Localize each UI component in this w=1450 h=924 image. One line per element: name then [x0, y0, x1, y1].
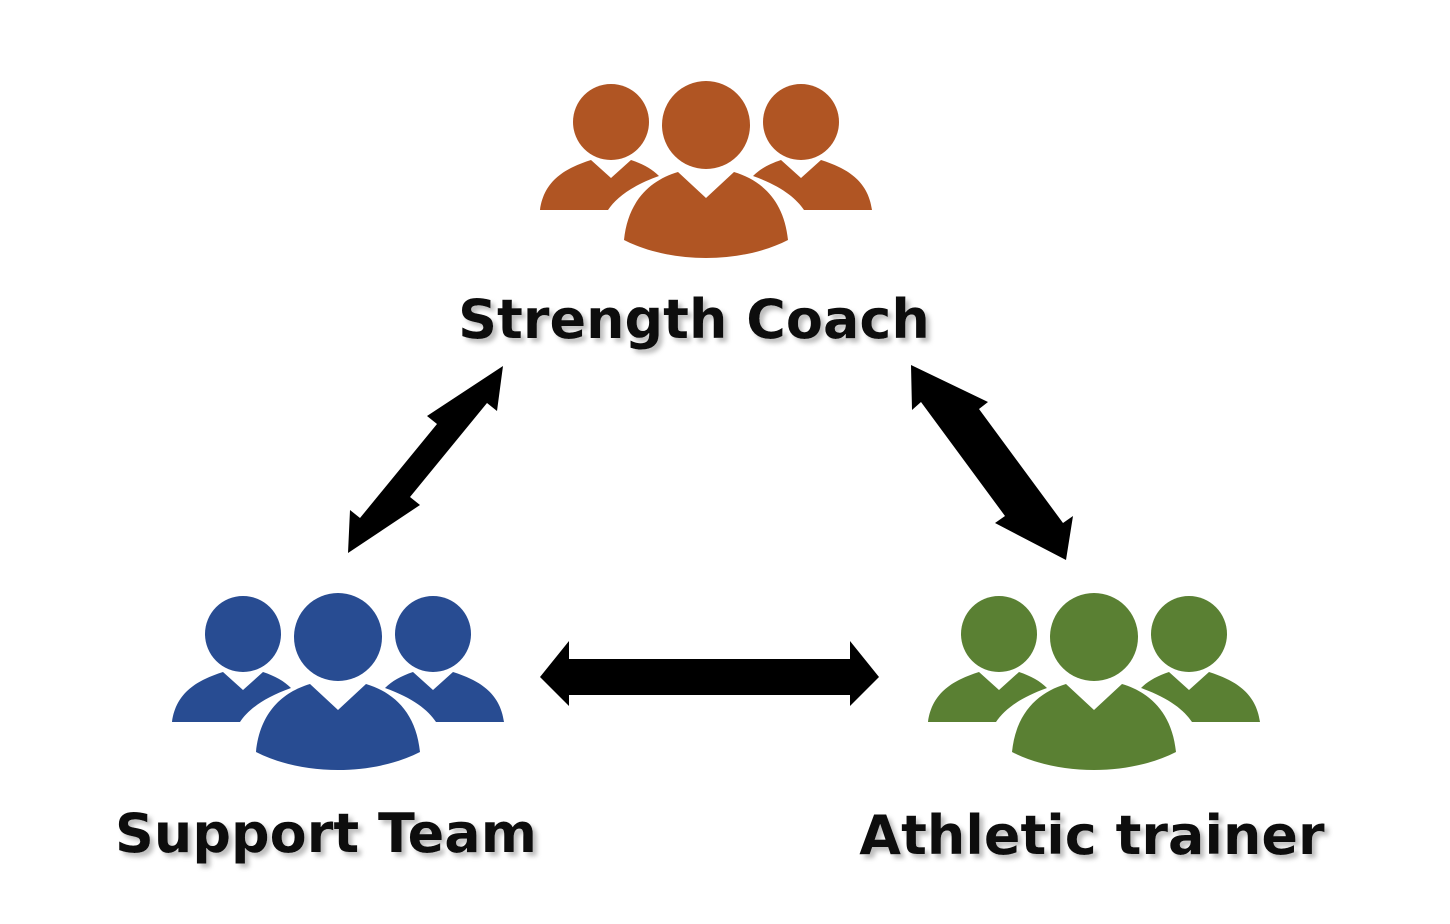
support-team-label: Support Team — [115, 802, 537, 865]
athletic-trainer-node: Athletic trainer — [859, 593, 1325, 867]
group-icon — [172, 593, 504, 770]
strength-coach-label: Strength Coach — [458, 288, 930, 351]
arrow-support-to-strength — [348, 366, 503, 553]
arrow-support-to-athletic — [540, 641, 879, 706]
arrow-strength-to-athletic — [911, 365, 1073, 560]
strength-coach-node: Strength Coach — [458, 81, 930, 351]
athletic-trainer-label: Athletic trainer — [859, 804, 1325, 867]
support-team-node: Support Team — [115, 593, 537, 865]
group-icon — [928, 593, 1260, 770]
group-icon — [540, 81, 872, 258]
